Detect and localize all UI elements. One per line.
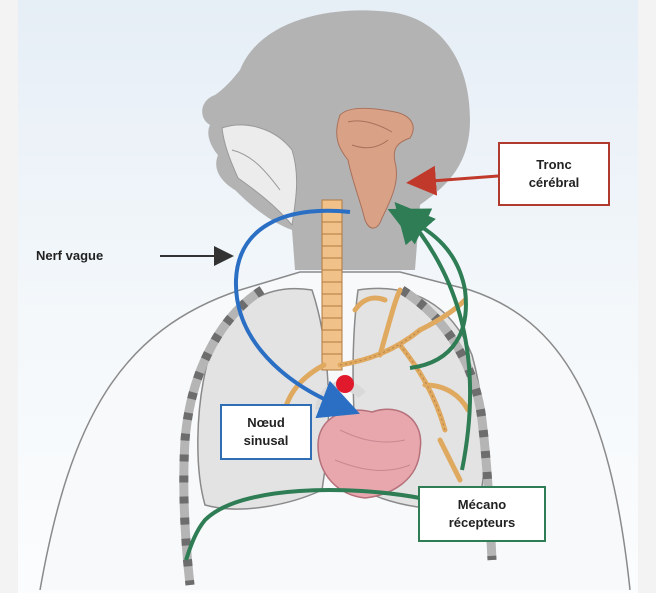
sinus-node xyxy=(336,375,354,393)
label-mecano-line2: récepteurs xyxy=(449,514,515,532)
label-noeud-line2: sinusal xyxy=(244,432,289,450)
label-noeud-line1: Nœud xyxy=(247,414,285,432)
trachea xyxy=(322,200,342,370)
label-tronc-cerebral: Tronc cérébral xyxy=(498,142,610,206)
label-tronc-line1: Tronc xyxy=(536,156,571,174)
label-noeud-sinusal: Nœud sinusal xyxy=(220,404,312,460)
label-mecano-line1: Mécano xyxy=(458,496,506,514)
label-tronc-line2: cérébral xyxy=(529,174,580,192)
label-nerf-vague: Nerf vague xyxy=(36,248,103,263)
label-mecano-recepteurs: Mécano récepteurs xyxy=(418,486,546,542)
